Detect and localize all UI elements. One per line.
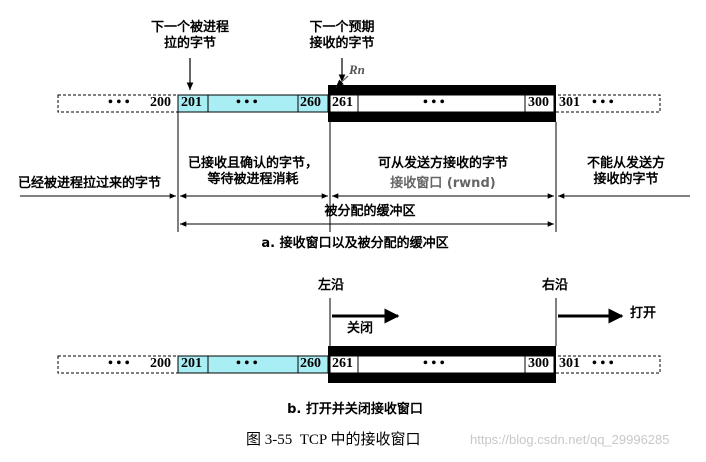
open-label: 打开 [630,306,657,321]
num-201-b: 201 [181,356,202,371]
num-260-b: 260 [300,356,321,371]
figure-caption: 图 3-55 TCP 中的接收窗口 [246,432,421,448]
num-260-a: 260 [300,95,321,110]
dots-left-a: • • • [108,95,130,110]
num-261-b: 261 [332,356,353,371]
watermark: https://blog.csdn.net/qq_29996285 [470,432,670,447]
right-edge-label: 右沿 [542,278,569,293]
region-pulled-label: 已经被进程拉过来的字节 [18,176,162,191]
caption-b: b. 打开并关闭接收窗口 [287,402,423,417]
num-301-b: 301 [559,356,580,371]
region-rwnd-label: 接收窗口 (rwnd) [390,176,496,191]
next-pulled-label: 下一个被进程 拉的字节 [150,20,229,51]
dots-left-b: • • • [108,356,130,371]
dots-right-b: • • • [592,356,614,371]
dots-mid1-b: • • • [236,356,258,371]
num-200-a: 200 [150,95,171,110]
num-300-b: 300 [528,356,549,371]
rn-symbol: Rn [349,62,365,77]
dots-mid2-b: • • • [423,356,445,371]
caption-a: a. 接收窗口以及被分配的缓冲区 [261,236,449,251]
num-301-a: 301 [559,95,580,110]
left-edge-label: 左沿 [318,278,345,293]
buffer-bar-b [57,346,661,383]
num-200-b: 200 [150,356,171,371]
next-expected-label: 下一个预期 接收的字节 [309,20,375,51]
buffer-bar-a [57,85,661,122]
num-261-a: 261 [332,95,353,110]
region-acked-label: 已接收且确认的字节， 等待被进程消耗 [187,156,318,187]
region-receivable-label: 可从发送方接收的字节 [377,156,508,171]
buffer-label: 被分配的缓冲区 [324,204,416,219]
region-cannot-label: 不能从发送方 接收的字节 [586,156,665,187]
dots-mid1-a: • • • [236,95,258,110]
num-300-a: 300 [528,95,549,110]
close-label: 关闭 [347,321,374,336]
dots-right-a: • • • [592,95,614,110]
dots-mid2-a: • • • [423,95,445,110]
num-201-a: 201 [181,95,202,110]
